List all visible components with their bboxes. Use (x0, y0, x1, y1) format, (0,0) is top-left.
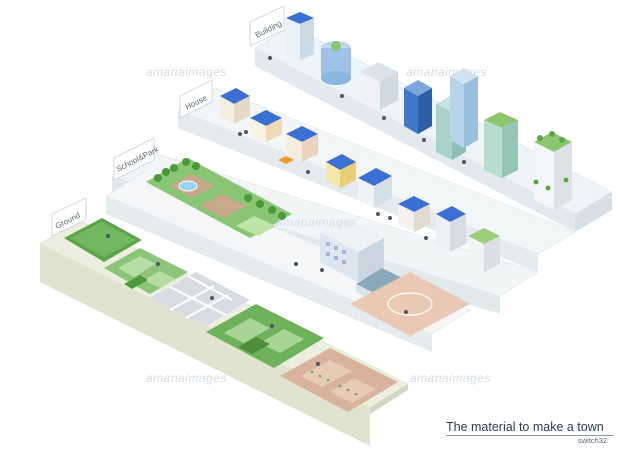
watermark-5: amanaimages (410, 371, 491, 385)
grass-plots (104, 248, 188, 294)
watermark-3: amanaimages (276, 215, 357, 229)
caption-credit: switch32 (578, 436, 608, 445)
watermark-2: amanaimages (406, 65, 487, 79)
school (320, 218, 470, 336)
caption-rule (446, 435, 614, 436)
watermark-1: amanaimages (146, 65, 227, 79)
watermarks: amanaimages amanaimages amanaimages aman… (146, 65, 491, 385)
crop-field (206, 304, 324, 368)
watermark-4: amanaimages (146, 371, 227, 385)
park (146, 158, 292, 238)
buildings (286, 12, 572, 210)
label-ground: Ground (51, 197, 87, 237)
caption-title: The material to make a town (446, 420, 604, 434)
paved-plaza (150, 272, 250, 326)
dirt-farm (280, 348, 398, 412)
people (106, 56, 466, 366)
houses (220, 88, 500, 272)
label-house: House (179, 79, 213, 119)
green-field (64, 218, 142, 262)
